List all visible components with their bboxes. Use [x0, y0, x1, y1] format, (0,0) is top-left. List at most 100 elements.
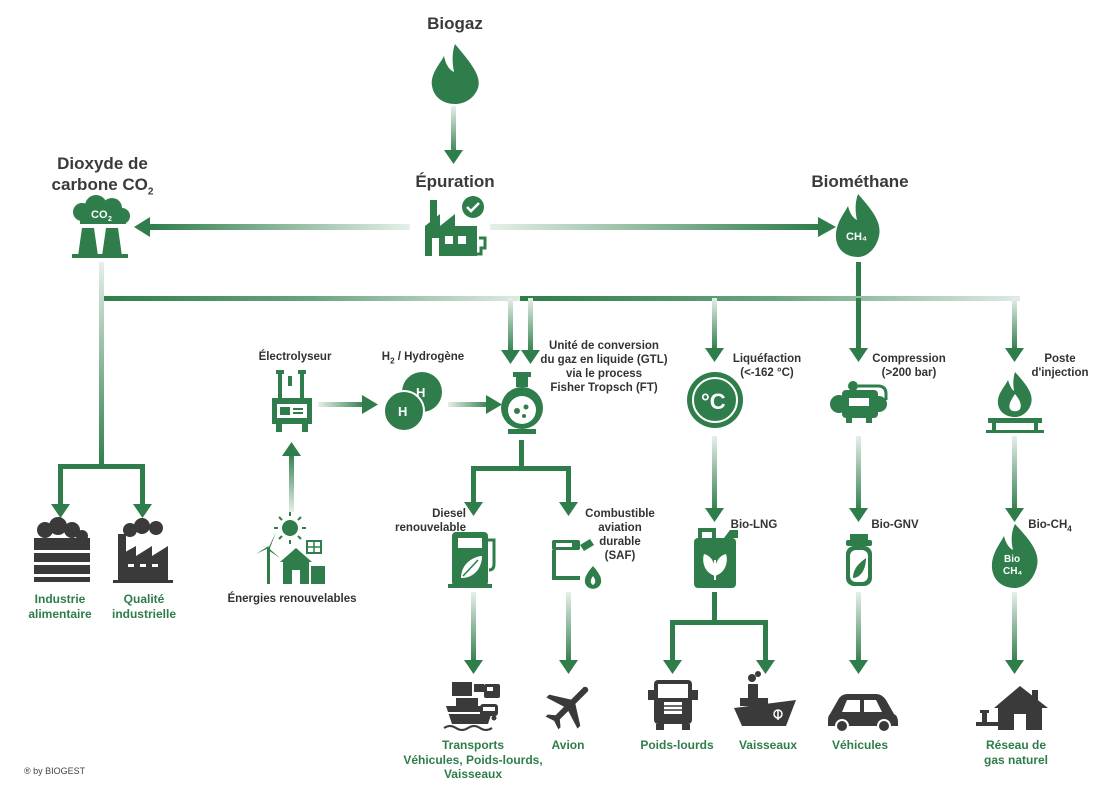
saf-line4: (SAF) [604, 550, 636, 563]
flow-to-liquefaction [712, 298, 717, 350]
flow-energies-electrolyseur [289, 452, 294, 512]
flow-poste-bioch4 [1012, 436, 1017, 512]
food-crate-icon [34, 517, 90, 582]
arrowhead [663, 660, 682, 674]
arrowhead [849, 348, 868, 362]
bio-ch4-sub: 4 [1067, 524, 1072, 534]
h-atom-label: H [398, 404, 407, 419]
cooling-tower-co2-icon: CO 2 [72, 195, 130, 258]
flow-diesel [471, 466, 476, 506]
compression-label: Compression (>200 bar) [864, 352, 954, 380]
biogaz-label: Biogaz [427, 14, 483, 33]
arrowhead [521, 350, 540, 364]
fuel-pump-leaf-icon [448, 532, 496, 588]
arrowhead [362, 395, 378, 414]
gtl-line2: du gaz en liquide (GTL) [540, 354, 668, 367]
flow-gnv-vehicules [856, 592, 861, 664]
factory-check-icon [425, 196, 487, 256]
biomethane-bus-line [520, 296, 1020, 301]
flow-electrolyseur-h2 [318, 402, 366, 407]
flow-vaisseaux [763, 620, 768, 664]
saf-line1: Combustible [585, 508, 655, 520]
arrowhead [849, 660, 868, 674]
saf-label: Combustible aviation durable (SAF) [578, 507, 662, 563]
co2-label-line1: Dioxyde de [57, 154, 148, 173]
flow-to-compression [856, 298, 861, 350]
co2-label-line2: carbone CO2 [35, 175, 170, 199]
bio-ch4-flame-icon: Bio CH₄ [991, 524, 1038, 588]
arrowhead [486, 395, 502, 414]
arrowhead [1005, 508, 1024, 522]
liquefaction-line2: (<-162 °C) [740, 367, 794, 380]
gtl-line4: Fisher Tropsch (FT) [550, 382, 658, 395]
qualite-label: Qualité industrielle [104, 592, 184, 621]
hydrogen-sub: 2 [390, 356, 395, 366]
diesel-line1: Diesel [432, 508, 466, 520]
bio-ch4-label: Bio-CH4 [1022, 518, 1078, 534]
reseau-line1: Réseau de [985, 738, 1047, 752]
gtl-line1: Unité de conversion [549, 340, 659, 352]
diesel-label: Diesel renouvelable [378, 507, 466, 535]
electrolyzer-icon [272, 370, 312, 432]
flow-bioch4-reseau [1012, 592, 1017, 664]
compressor-icon [830, 381, 888, 423]
industrial-factory-icon [113, 518, 173, 583]
flow-compression-gnv [856, 436, 861, 512]
liquefaction-label: Liquéfaction (<-162 °C) [722, 352, 812, 380]
diesel-line2: renouvelable [395, 522, 466, 535]
electrolyseur-label: Électrolyseur [258, 351, 332, 363]
qualite-line2: industrielle [111, 606, 176, 621]
flow-qualite [140, 464, 145, 508]
arrowhead [849, 508, 868, 522]
arrowhead [501, 350, 520, 364]
industrie-line1: Industrie [34, 592, 86, 606]
gtl-line3: via le process [565, 368, 643, 381]
footer-credit: ® by BIOGEST [24, 766, 86, 776]
ship-icon [734, 671, 796, 726]
flow-biogaz-epuration [451, 106, 456, 156]
bio-ch4-icon-line1: Bio [1004, 554, 1020, 565]
bio-gnv-label: Bio-GNV [871, 519, 919, 531]
flow-co2-down [99, 262, 104, 468]
arrowhead [133, 504, 152, 518]
saf-line2: aviation [598, 522, 642, 535]
hydrogen-name: / Hydrogène [394, 351, 465, 363]
ch4-flame-icon: CH₄ [835, 194, 880, 257]
qualite-line1: Qualité [123, 592, 165, 606]
saf-line3: durable [599, 536, 641, 549]
bio-lng-label: Bio-LNG [730, 519, 778, 531]
co2-icon-label: CO [91, 209, 108, 221]
gas-burner-icon [986, 372, 1044, 433]
split-lng [670, 620, 768, 625]
reseau-line2: gas naturel [983, 752, 1049, 767]
transports-line3: Vaisseaux [443, 767, 503, 782]
transports-line1: Transports [441, 738, 504, 752]
arrowhead [464, 502, 483, 516]
co2-label-text: carbone CO [51, 174, 148, 194]
industrie-label: Industrie alimentaire [20, 592, 100, 621]
liquefaction-line1: Liquéfaction [732, 353, 802, 365]
temperature-icon: °C [687, 372, 743, 428]
arrowhead [559, 660, 578, 674]
hydrogen-molecule-icon: H H [383, 372, 442, 432]
compression-line1: Compression [872, 353, 946, 365]
flow-liquefaction-lng [712, 436, 717, 512]
bio-ch4-text: Bio-CH [1028, 519, 1068, 531]
car-icon [828, 694, 898, 733]
h-atom-label: H [416, 385, 425, 400]
vaisseaux-label: Vaisseaux [738, 738, 798, 752]
airplane-icon [545, 686, 589, 730]
poste-line1: Poste [1044, 353, 1076, 365]
arrowhead [705, 508, 724, 522]
flow-saf-avion [566, 592, 571, 664]
flask-icon [501, 372, 543, 434]
flow-diesel-transports [471, 592, 476, 664]
transports-line2: Véhicules, Poids-lourds, [403, 752, 543, 767]
arrowhead [282, 442, 301, 456]
compression-line2: (>200 bar) [881, 367, 937, 380]
epuration-label: Épuration [415, 172, 495, 191]
arrowhead [134, 217, 150, 237]
flow-to-poste [1012, 298, 1017, 350]
